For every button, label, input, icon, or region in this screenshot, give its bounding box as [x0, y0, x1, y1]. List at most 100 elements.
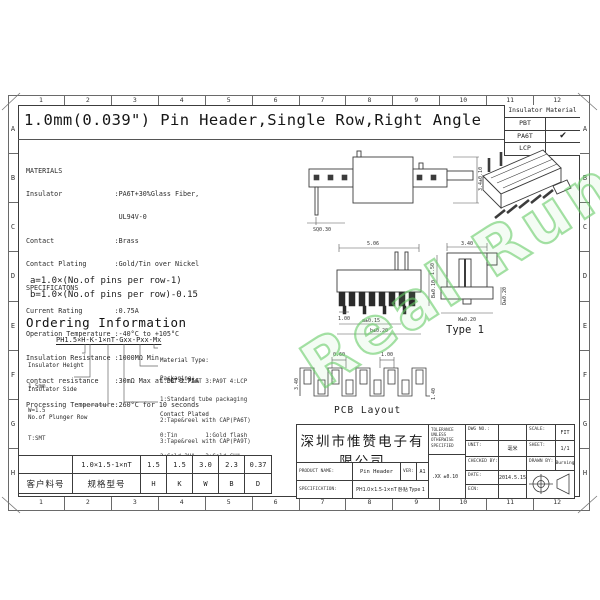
- ruler-row-label: E: [580, 302, 590, 351]
- material-check-mark: ✔: [559, 130, 567, 141]
- spec-line: Current Rating :0.75A: [26, 306, 139, 315]
- table-row: PBT: [505, 118, 580, 131]
- callout-value: 1.5mm: [28, 384, 46, 390]
- tolerance-cell: TOLERANCE UNLESS OTHERWISE SPECIFIED .XX…: [429, 425, 466, 498]
- ordering-information-heading: Ordering Information: [26, 315, 187, 330]
- callout-line: 0:Tin 1:Gold flash: [160, 433, 248, 439]
- dim-left: 1.50: [430, 263, 436, 275]
- ruler-col-label: 9: [393, 497, 441, 510]
- front-view-drawing: 5.06 1.00 a±0.15 b±0.20 B±0.10: [336, 241, 437, 335]
- ruler-top: 1 2 3 4 5 6 7 8 9 10 11 12: [18, 95, 580, 105]
- specification-value: PH1.0×1.5-1×nT 卧贴 Type 1: [353, 481, 429, 498]
- table-row: LCP: [505, 143, 580, 155]
- dim-b: b±0.20: [370, 328, 388, 334]
- dim-body-width: 5.06: [367, 241, 379, 247]
- size-value: 2.3: [219, 456, 245, 474]
- scale-label: SCALE:: [527, 425, 556, 441]
- dim-pcb-right: 1.40: [431, 388, 436, 400]
- ruler-col-label: 1: [18, 95, 65, 105]
- callout-label: Insulator Height: [28, 363, 84, 369]
- material-check: [546, 118, 580, 130]
- dim-pcb-left: 3.40: [294, 378, 300, 390]
- spec-line: Insulator :PA6T+30%Glass Fiber,: [26, 189, 200, 198]
- ruler-col-label: 10: [440, 497, 488, 510]
- ruler-row-label: B: [580, 154, 590, 204]
- sheet-label: SHEET:: [527, 441, 556, 457]
- insulator-material-header: Insulator Material: [505, 105, 580, 118]
- ecn-label: ECN:: [466, 485, 499, 498]
- dim-pad-pitch: 1.00: [381, 352, 393, 358]
- projection-symbol-cell: [527, 471, 574, 498]
- type1-side-view-drawing: 3.40 1.50 W±0.20 D±0.20: [430, 241, 507, 323]
- unit-value: 毫米: [499, 441, 527, 457]
- product-name-value: Pin Header: [353, 463, 401, 481]
- ruler-row-label: G: [8, 400, 18, 449]
- type1-label: Type 1: [446, 324, 484, 336]
- size-header-spec-model: 规格型号: [73, 474, 141, 493]
- ruler-row-label: E: [8, 302, 18, 351]
- ruler-row-label: A: [8, 105, 18, 155]
- ruler-col-label: 3: [112, 95, 159, 105]
- ruler-col-label: 1: [18, 497, 65, 510]
- unit-label: UNIT:: [466, 441, 499, 457]
- formula-b: b=1.0×(No.of pins per row)-0.15: [30, 290, 198, 300]
- dim-pitch: 1.00: [338, 316, 350, 322]
- checked-by-value: [499, 457, 527, 471]
- size-header: B: [219, 474, 245, 493]
- isometric-view-drawing: [482, 149, 572, 220]
- spec-line: Operation Temperature :-40°C to +105°C: [26, 330, 179, 339]
- callout-line: 2:Tape&reel with CAP(PA6T): [160, 418, 251, 424]
- size-table: 1.0×1.5-1×nT 1.5 1.5 3.0 2.3 0.37 客户料号 规…: [18, 455, 272, 494]
- spec-line: Contact :Brass: [26, 236, 139, 245]
- size-value: 1.5: [141, 456, 167, 474]
- ruler-col-label: 4: [159, 497, 206, 510]
- size-value: 3.0: [193, 456, 219, 474]
- spec-line: MATERIALS: [26, 166, 63, 175]
- ruler-right: A B C D E F G H: [580, 105, 590, 497]
- title-divider: [18, 139, 580, 140]
- ruler-row-label: D: [580, 252, 590, 302]
- size-header: K: [167, 474, 193, 493]
- ruler-row-label: B: [8, 154, 18, 204]
- formula-a: a=1.0×(No.of pins per row-1): [30, 276, 182, 286]
- ruler-col-label: 6: [253, 497, 300, 510]
- callout-title: Contact Plated: [160, 412, 209, 418]
- ruler-col-label: 12: [553, 96, 562, 104]
- dim-right: D±0.20: [502, 287, 507, 305]
- company-cell: 深圳市惟赞电子有限公司 SHENZHEN REALRUN ELECTRONIC …: [297, 425, 429, 463]
- pcb-layout-label: PCB Layout: [334, 405, 402, 416]
- material-name: PBT: [505, 118, 546, 130]
- ecn-value: [499, 485, 527, 498]
- callout-title: Packaging:: [160, 376, 195, 382]
- drawn-by-value: Burning: [556, 457, 574, 471]
- ruler-row-label: F: [580, 351, 590, 400]
- callout-plunger-row: No.of Plunger Row T:SMT: [28, 401, 87, 457]
- spec-line: UL94V-0: [26, 213, 147, 222]
- version-label: VER:: [401, 463, 417, 481]
- ruler-col-label: 2: [65, 497, 112, 510]
- ruler-col-label: 8: [346, 95, 394, 105]
- callout-label: Insulator Side: [28, 387, 77, 393]
- ruler-col-label: 5: [206, 497, 253, 510]
- ruler-col-label: 12: [553, 498, 562, 506]
- ruler-left: A B C D E F G H: [8, 105, 18, 497]
- callout-value: W=1.5: [28, 408, 46, 414]
- ruler-col-label: 8: [346, 497, 394, 510]
- ruler-col-label: 9: [393, 95, 441, 105]
- scale-value: FIT: [556, 425, 574, 441]
- dwg-no-label: DWG NO.:: [466, 425, 499, 441]
- tolerance-line: .XX ±0.10: [432, 475, 458, 480]
- drawn-by-label: DRAWN BY:: [527, 457, 556, 471]
- callout-label: No.of Plunger Row: [28, 415, 88, 421]
- size-header-customer-part: 客户料号: [19, 474, 73, 493]
- ruler-row-label: H: [10, 468, 16, 477]
- ruler-row-label: D: [8, 252, 18, 302]
- title-block: 深圳市惟赞电子有限公司 SHENZHEN REALRUN ELECTRONIC …: [296, 424, 575, 499]
- ruler-col-label: 7: [300, 497, 347, 510]
- size-value: 0.37: [245, 456, 271, 474]
- size-value: [19, 456, 73, 474]
- date-value: 2014.5.15: [499, 471, 527, 485]
- sheet-value: 1/1: [556, 441, 574, 457]
- table-row: PA6T ✔: [505, 130, 580, 143]
